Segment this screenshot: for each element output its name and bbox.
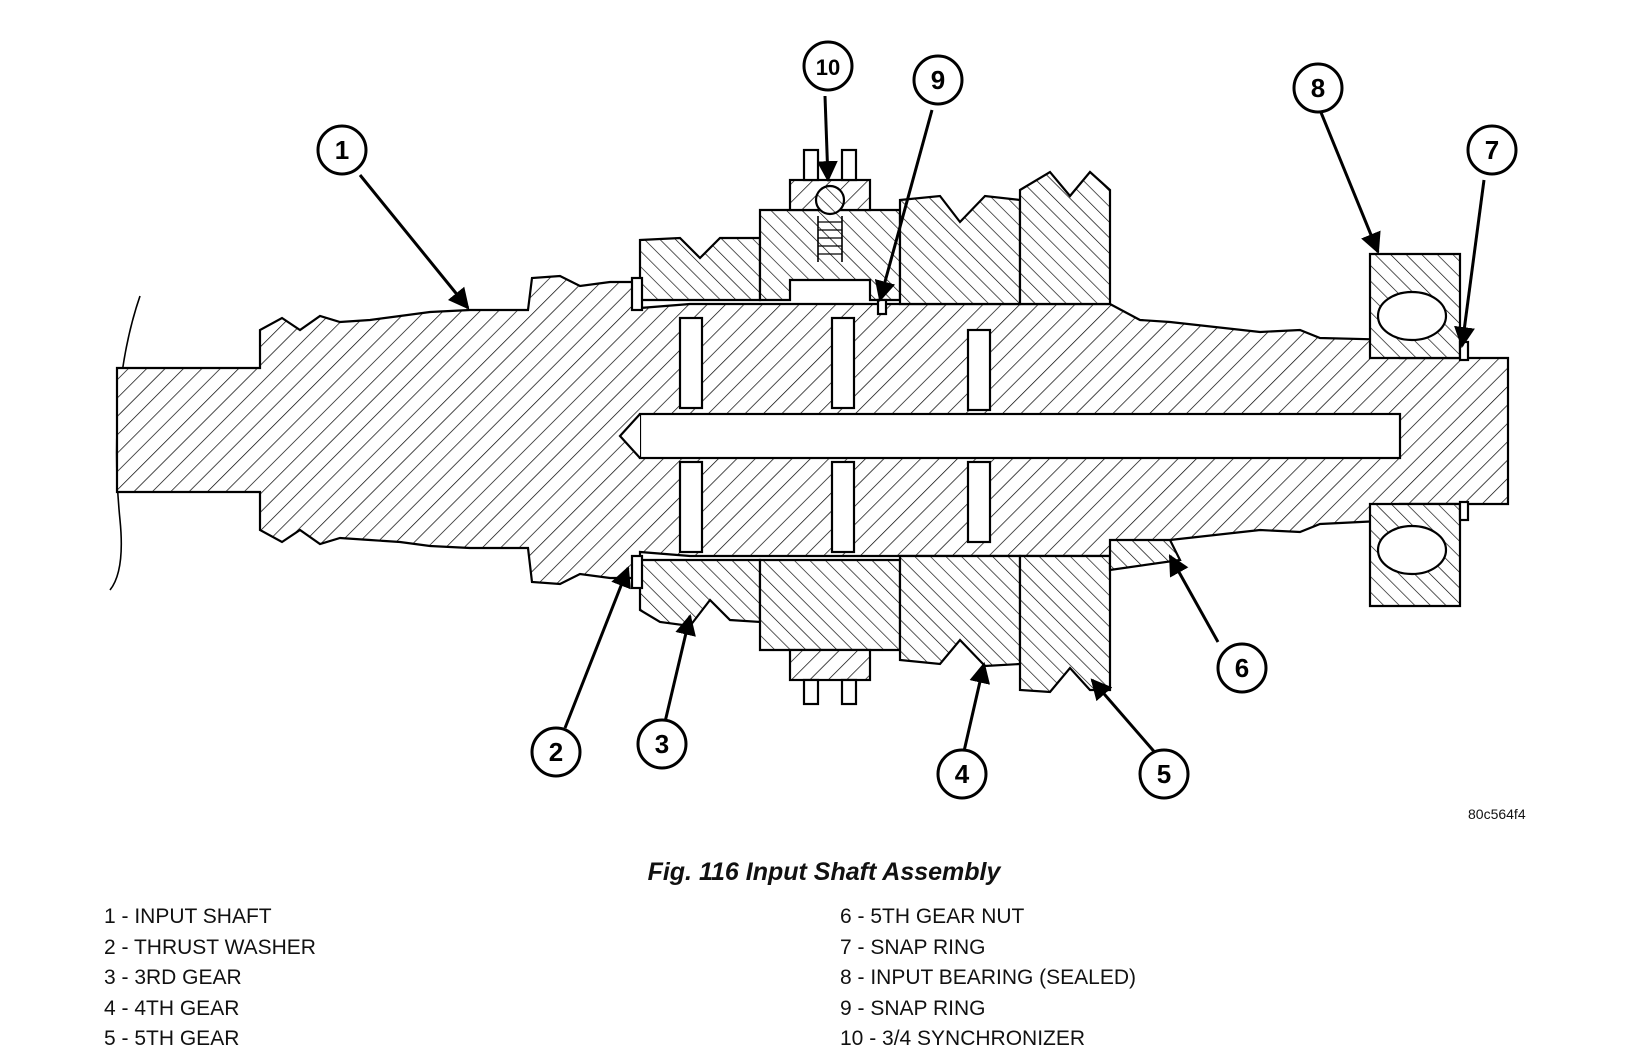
shaft-bore — [638, 412, 1402, 460]
legend-item: 5 - 5TH GEAR — [104, 1027, 240, 1050]
legend-item: 8 - INPUT BEARING (SEALED) — [840, 966, 1137, 989]
fifth-gear-bottom — [1018, 554, 1112, 694]
svg-text:5: 5 — [1157, 759, 1171, 789]
fourth-gear-top — [898, 194, 1022, 306]
fifth-gear-top — [1018, 170, 1112, 306]
fourth-gear-bottom — [898, 554, 1022, 668]
legend-item: 6 - 5TH GEAR NUT — [840, 905, 1025, 928]
legend-item: 1 - INPUT SHAFT — [104, 905, 272, 928]
figure-caption: Fig. 116 Input Shaft Assembly — [647, 858, 1001, 886]
legend-item: 7 - SNAP RING — [840, 935, 986, 959]
callout-8: 8 — [1292, 62, 1344, 114]
svg-text:10: 10 — [816, 55, 840, 80]
thrust-washer — [630, 276, 644, 312]
callout-6: 6 — [1216, 642, 1268, 694]
third-gear-top — [638, 236, 762, 302]
svg-text:6: 6 — [1235, 653, 1249, 683]
synchronizer-bottom — [758, 558, 902, 652]
callout-4: 4 — [936, 748, 988, 800]
figure-code: 80c564f4 — [1468, 806, 1526, 822]
legend-item: 2 - THRUST WASHER — [104, 935, 316, 959]
legend-item: 9 - SNAP RING — [840, 996, 986, 1020]
legend-right-column: 6 - 5TH GEAR NUT 7 - SNAP RING 8 - INPUT… — [840, 902, 1136, 1055]
fifth-gear-nut — [1108, 538, 1182, 572]
legend-item: 4 - 4TH GEAR — [104, 996, 240, 1020]
legend-item: 3 - 3RD GEAR — [104, 966, 242, 989]
callout-group: 1 2 3 4 5 6 7 8 9 10 — [316, 40, 1518, 800]
svg-text:9: 9 — [931, 65, 945, 95]
callout-5: 5 — [1138, 748, 1190, 800]
svg-text:2: 2 — [549, 737, 563, 767]
svg-text:1: 1 — [335, 135, 349, 165]
callout-10: 10 — [802, 40, 854, 92]
callout-7: 7 — [1466, 124, 1518, 176]
snap-ring-sync — [876, 298, 888, 316]
svg-text:7: 7 — [1485, 135, 1499, 165]
callout-3: 3 — [636, 718, 688, 770]
callout-1: 1 — [316, 124, 368, 176]
svg-text:8: 8 — [1311, 73, 1325, 103]
callout-9: 9 — [912, 54, 964, 106]
input-shaft-assembly-diagram: 1 2 3 4 5 6 7 8 9 10 — [109, 40, 1518, 800]
svg-text:3: 3 — [655, 729, 669, 759]
legend-left-column: 1 - INPUT SHAFT 2 - THRUST WASHER 3 - 3R… — [104, 902, 316, 1055]
callout-2: 2 — [530, 726, 582, 778]
svg-text:4: 4 — [955, 759, 970, 789]
synchronizer-top — [758, 208, 902, 302]
legend-item: 10 - 3/4 SYNCHRONIZER — [840, 1027, 1086, 1050]
third-gear-bottom — [638, 558, 762, 628]
